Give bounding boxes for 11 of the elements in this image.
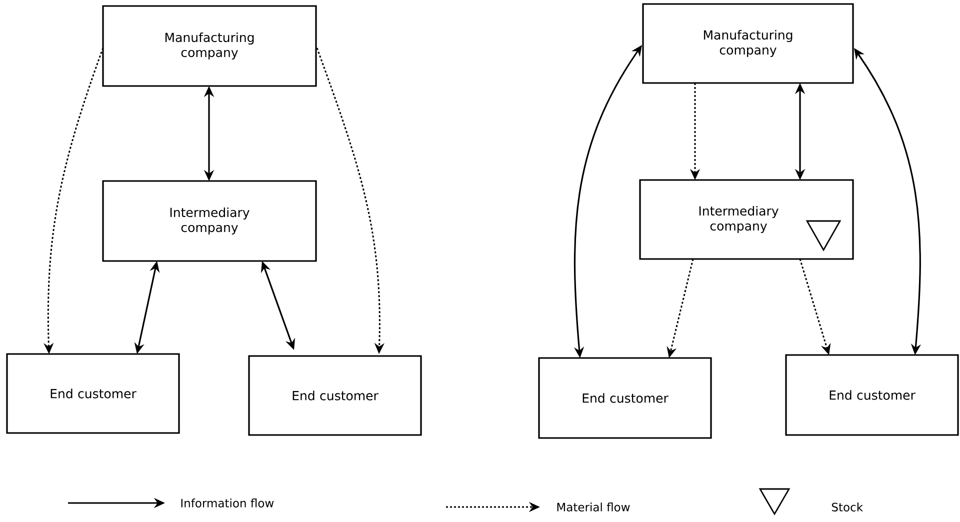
process-box: End customer bbox=[248, 355, 422, 436]
process-box: End customer bbox=[6, 353, 180, 434]
legend-label: Stock bbox=[832, 502, 863, 512]
process-box: End customer bbox=[785, 354, 959, 436]
process-box: Intermediary company bbox=[639, 179, 854, 260]
process-box: Manufacturing company bbox=[102, 5, 317, 87]
process-box: End customer bbox=[538, 357, 712, 439]
process-box: Manufacturing company bbox=[642, 3, 854, 84]
legend-label: Material flow bbox=[557, 502, 630, 512]
process-box: Intermediary company bbox=[102, 180, 317, 262]
legend-label: Information flow bbox=[181, 498, 274, 508]
